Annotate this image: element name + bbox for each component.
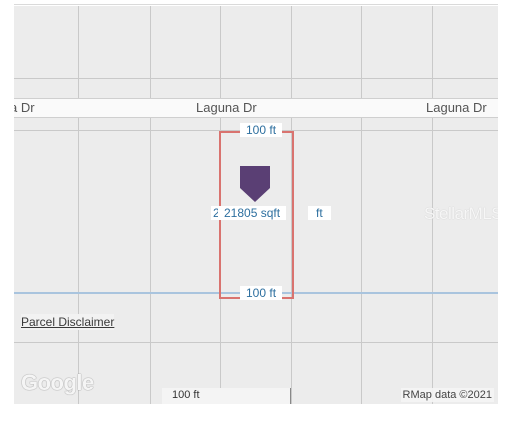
- side-dimension-unit: ft: [308, 206, 331, 220]
- road: a Dr Laguna Dr Laguna Dr: [14, 98, 498, 118]
- google-logo[interactable]: Google: [21, 370, 94, 395]
- property-pin-icon[interactable]: [238, 164, 272, 204]
- road-label: Laguna Dr: [196, 100, 257, 115]
- lot-line: [14, 342, 498, 343]
- lot-line: [432, 6, 433, 404]
- top-rule: [14, 4, 498, 5]
- lot-line: [291, 6, 292, 404]
- bottom-dimension-label: 100 ft: [240, 286, 283, 300]
- lot-line: [361, 6, 362, 404]
- lot-line: [14, 78, 498, 79]
- stellarmls-watermark: StellarMLS: [424, 204, 498, 223]
- side-dimension-fragment: 2: [211, 206, 222, 220]
- attribution-text: Map data ©2021: [410, 389, 493, 401]
- scale-bar: 100 ft: [162, 388, 291, 404]
- road-label: Laguna Dr: [426, 100, 487, 115]
- lot-line: [150, 6, 151, 404]
- parcel-map[interactable]: a Dr Laguna Dr Laguna Dr 100 ft 100 ft 2…: [14, 6, 498, 404]
- scale-label: 100 ft: [172, 389, 200, 401]
- lot-line: [78, 6, 79, 404]
- area-label: 21805 sqft: [218, 206, 287, 220]
- parcel-disclaimer-link[interactable]: Parcel Disclaimer: [21, 314, 115, 330]
- map-attribution[interactable]: RMap data ©2021: [400, 388, 494, 402]
- road-label: a Dr: [14, 100, 35, 115]
- top-dimension-label: 100 ft: [240, 123, 283, 137]
